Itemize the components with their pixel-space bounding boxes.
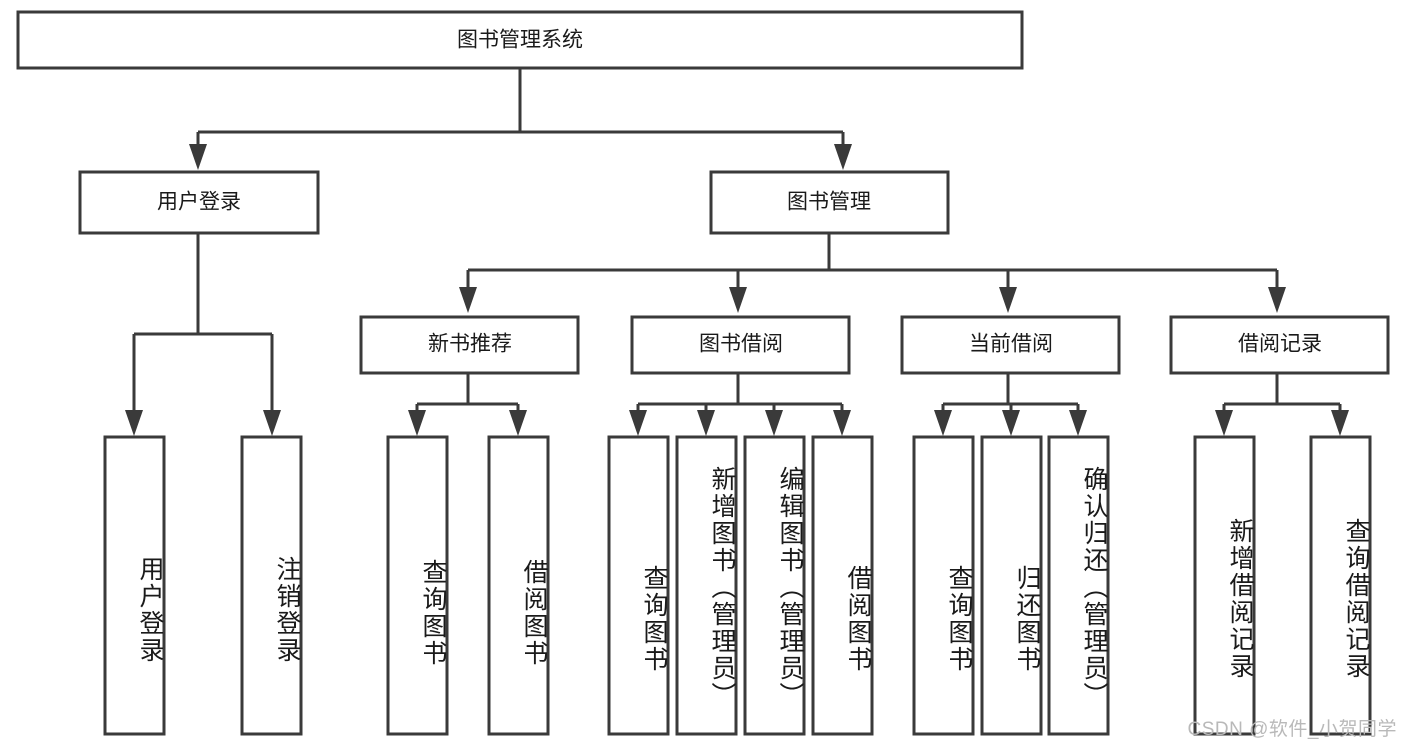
node-root[interactable]: 图书管理系统 <box>16 10 1024 70</box>
node-borrow-record-label: 借阅记录 <box>1238 333 1322 356</box>
arrow-to-leaf-query-book-2 <box>629 410 647 436</box>
node-user-login-label: 用户登录 <box>157 191 241 214</box>
node-book-borrow-label: 图书借阅 <box>699 333 783 356</box>
arrow-to-leaf-borrow-book-1 <box>509 410 527 436</box>
node-leaf-add-book-box[interactable] <box>675 435 738 736</box>
node-new-book-recommend[interactable]: 新书推荐 <box>359 315 580 375</box>
csdn-watermark: CSDN @软件_小贺同学 <box>1187 719 1397 740</box>
arrow-to-leaf-borrow-book-2 <box>833 410 851 436</box>
node-book-management[interactable]: 图书管理 <box>709 170 950 235</box>
arrow-to-leaf-add-record <box>1215 410 1233 436</box>
node-leaf-borrow-book-2-box[interactable] <box>811 435 874 736</box>
node-borrow-record-box[interactable] <box>1169 315 1390 375</box>
arrow-to-current-borrow <box>999 287 1017 313</box>
arrow-to-new-book-recommend <box>459 287 477 313</box>
node-user-login-box[interactable] <box>78 170 320 235</box>
node-book-management-label: 图书管理 <box>787 191 871 214</box>
arrow-to-leaf-query-book-1 <box>408 410 426 436</box>
node-leaf-edit-book-box[interactable] <box>743 435 806 736</box>
arrow-to-leaf-query-book-3 <box>934 410 952 436</box>
arrow-to-leaf-edit-book <box>765 410 783 436</box>
node-leaf-query-record-box[interactable] <box>1309 435 1372 736</box>
node-leaf-return-book-box[interactable] <box>980 435 1043 736</box>
node-leaf-confirm-return-box[interactable] <box>1047 435 1110 736</box>
node-new-book-recommend-box[interactable] <box>359 315 580 375</box>
node-current-borrow-box[interactable] <box>900 315 1121 375</box>
node-borrow-record[interactable]: 借阅记录 <box>1169 315 1390 375</box>
connector-root-to-level2 <box>196 68 845 146</box>
node-current-borrow[interactable]: 当前借阅 <box>900 315 1121 375</box>
arrow-to-book-management <box>834 144 852 170</box>
node-leaf-user-logout-box[interactable] <box>240 435 303 736</box>
node-new-book-recommend-label: 新书推荐 <box>428 333 512 356</box>
node-book-management-box[interactable] <box>709 170 950 235</box>
arrow-to-leaf-user-logout <box>263 410 281 436</box>
node-leaf-add-record-box[interactable] <box>1193 435 1256 736</box>
connector-current-borrow-to-leaves <box>941 373 1080 412</box>
connector-book-borrow-to-leaves <box>636 373 844 412</box>
node-leaf-user-login-box[interactable] <box>103 435 166 736</box>
arrow-to-user-login <box>189 144 207 170</box>
connector-borrow-record-to-leaves <box>1222 373 1342 412</box>
node-book-borrow-box[interactable] <box>630 315 851 375</box>
node-leaf-borrow-book-1-box[interactable] <box>487 435 550 736</box>
arrow-to-leaf-confirm-return <box>1069 410 1087 436</box>
node-root-label: 图书管理系统 <box>457 29 583 52</box>
node-current-borrow-label: 当前借阅 <box>969 333 1053 356</box>
node-book-borrow[interactable]: 图书借阅 <box>630 315 851 375</box>
node-leaf-query-book-1-box[interactable] <box>386 435 449 736</box>
arrow-to-leaf-add-book <box>697 410 715 436</box>
node-leaf-query-book-2-box[interactable] <box>607 435 670 736</box>
connector-new-book-recommend-to-leaves <box>415 373 520 412</box>
node-root-box[interactable] <box>16 10 1024 70</box>
arrow-to-book-borrow <box>729 287 747 313</box>
connector-book-management-to-level3 <box>466 233 1279 288</box>
arrow-to-leaf-user-login <box>125 410 143 436</box>
connector-user-login-to-leaves <box>132 233 274 412</box>
arrow-to-leaf-return-book <box>1002 410 1020 436</box>
node-leaf-query-book-3-box[interactable] <box>912 435 975 736</box>
arrow-to-leaf-query-record <box>1331 410 1349 436</box>
arrow-to-borrow-record <box>1268 287 1286 313</box>
node-user-login[interactable]: 用户登录 <box>78 170 320 235</box>
